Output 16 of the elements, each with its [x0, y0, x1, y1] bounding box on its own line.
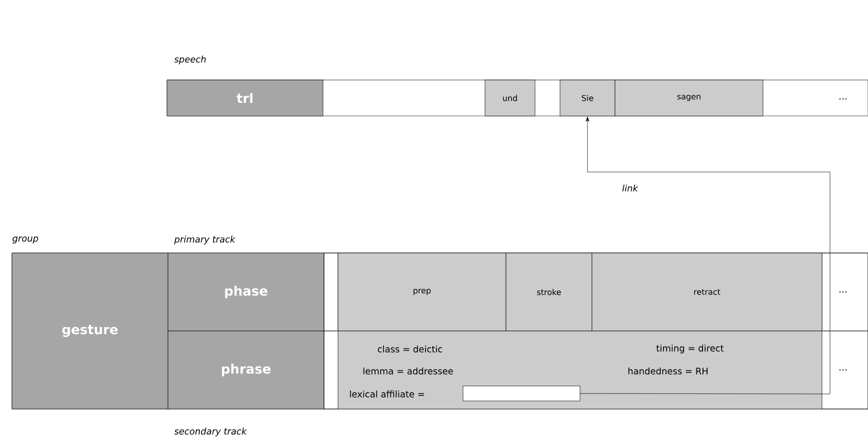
- track-label: speech: [174, 56, 206, 64]
- word-box: und: [484, 80, 536, 116]
- word-box: Sie: [560, 80, 616, 116]
- track-label: group: [12, 236, 38, 244]
- tier-box: gesture: [12, 252, 168, 410]
- tier-box: phrase: [168, 330, 324, 410]
- track-label: secondary track: [174, 428, 247, 436]
- segment-box: prep: [338, 252, 506, 332]
- track-label: primary track: [174, 236, 236, 244]
- segment-box: stroke: [506, 252, 592, 332]
- tier-box: phase: [168, 252, 324, 332]
- link-arrow: [580, 116, 830, 394]
- answer-box: [462, 386, 580, 402]
- tier-box: trl: [166, 80, 324, 116]
- edge-label: link: [622, 184, 638, 192]
- track-row: class = deictic lemma = addressee timing = direct handedness = RH lexical affiliate = …: [324, 330, 868, 410]
